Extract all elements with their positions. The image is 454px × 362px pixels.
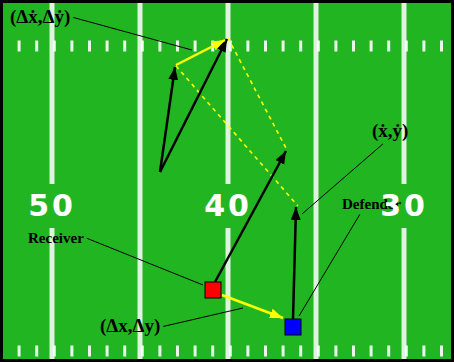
yard-number: 40 (204, 189, 252, 222)
difference-arrow (176, 40, 225, 65)
vector-label: (ẋ,ẏ) (372, 121, 408, 142)
yard-number: 50 (28, 189, 76, 222)
leader-line (163, 308, 243, 326)
receiver-marker (205, 282, 221, 298)
dashed-guide (228, 38, 287, 150)
velocity-arrow (160, 67, 175, 172)
leader-line (87, 238, 203, 285)
velocity-arrow (293, 207, 296, 319)
leader-line (73, 17, 192, 50)
defender-marker (285, 319, 301, 335)
yard-lines (52, 0, 404, 362)
leader-line (299, 215, 360, 317)
vector-label: (Δẋ,Δẏ) (10, 7, 70, 28)
yard-number: 30 (380, 189, 428, 222)
velocity-arrow (160, 39, 227, 172)
difference-arrow (222, 295, 283, 318)
vector-label: (Δx,Δy) (100, 316, 160, 337)
dashed-guide (176, 66, 298, 206)
player-label: Receiver (28, 230, 84, 247)
